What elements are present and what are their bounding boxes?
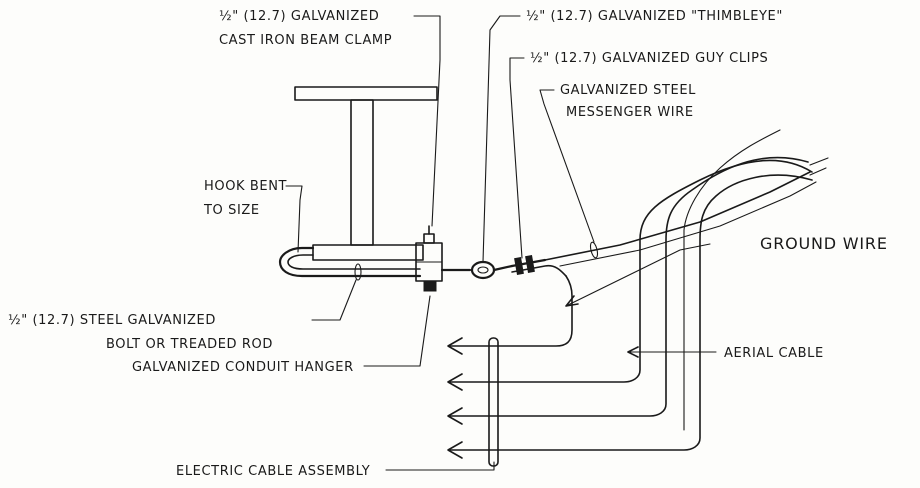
- labels: ½" (12.7) GALVANIZED CAST IRON BEAM CLAM…: [8, 9, 888, 479]
- beam-web: [350, 99, 374, 246]
- leader-guy-clips: [509, 57, 525, 259]
- label-beam-clamp-line1: ½" (12.7) GALVANIZED: [219, 9, 379, 24]
- clamp-set-screw: [423, 233, 435, 244]
- label-messenger-line1: GALVANIZED STEEL: [560, 83, 696, 98]
- leader-ground-wire: [565, 243, 711, 307]
- leader-beam-clamp: [413, 15, 441, 227]
- arrow-2: [447, 373, 463, 391]
- thimbleye-loop: [470, 260, 496, 280]
- leader-bolt: [311, 279, 357, 321]
- guy-clip-1: [514, 257, 524, 275]
- leader-electric-assembly: [385, 461, 495, 471]
- ground-wire-line: [449, 275, 573, 347]
- arrow-4: [447, 441, 463, 459]
- label-hook-line1: HOOK BENT: [204, 179, 287, 194]
- electric-cable-assembly: [488, 337, 499, 467]
- guy-clips: [510, 255, 567, 277]
- aerial-cable-1: [449, 159, 813, 383]
- ground-wire: [449, 275, 573, 347]
- aerial-cable-2: [449, 156, 809, 417]
- label-conduit-hanger: GALVANIZED CONDUIT HANGER: [132, 360, 354, 375]
- aerial-cables: [449, 129, 829, 451]
- hook-bent-rod: [278, 246, 422, 278]
- leader-hook: [285, 185, 303, 253]
- rod-section-mark: [354, 263, 362, 281]
- label-electric-assembly: ELECTRIC CABLE ASSEMBLY: [176, 464, 370, 479]
- label-guy-clips: ½" (12.7) GALVANIZED GUY CLIPS: [530, 51, 768, 66]
- thimbleye: [470, 260, 514, 280]
- cable-assembly-band: [488, 337, 499, 467]
- leader-thimbleye: [482, 15, 521, 263]
- aerial-cable-3: [449, 174, 813, 451]
- arrow-3: [447, 407, 463, 425]
- hook-bent-rod-inner: [287, 254, 421, 270]
- label-beam-clamp-line2: CAST IRON BEAM CLAMP: [219, 33, 392, 48]
- label-aerial-cable: AERIAL CABLE: [724, 346, 824, 361]
- beam-bottom-flange: [312, 244, 424, 261]
- conduit-hanger-nut: [423, 280, 437, 292]
- leader-lines: [285, 15, 717, 471]
- messenger-section-mark: [589, 241, 599, 259]
- beam-clamp: [415, 225, 472, 292]
- beam-top-flange: [294, 86, 438, 101]
- leader-conduit-hanger: [363, 295, 431, 367]
- hook-rod: [278, 246, 422, 281]
- guy-clip-2: [525, 255, 535, 273]
- arrow-1: [447, 337, 463, 355]
- messenger-wire: [544, 171, 817, 267]
- label-bolt-line1: ½" (12.7) STEEL GALVANIZED: [8, 313, 216, 328]
- label-hook-line2: TO SIZE: [203, 203, 260, 218]
- label-thimbleye: ½" (12.7) GALVANIZED "THIMBLEYE": [526, 9, 783, 24]
- cable-arrowheads: [447, 337, 463, 459]
- label-messenger-line2: MESSENGER WIRE: [566, 105, 694, 120]
- label-bolt-line2: BOLT OR TREADED ROD: [106, 337, 273, 352]
- i-beam: [294, 86, 438, 261]
- messenger-wire-line: [544, 171, 811, 261]
- leader-messenger-wire: [539, 89, 595, 243]
- label-ground-wire: GROUND WIRE: [760, 234, 888, 253]
